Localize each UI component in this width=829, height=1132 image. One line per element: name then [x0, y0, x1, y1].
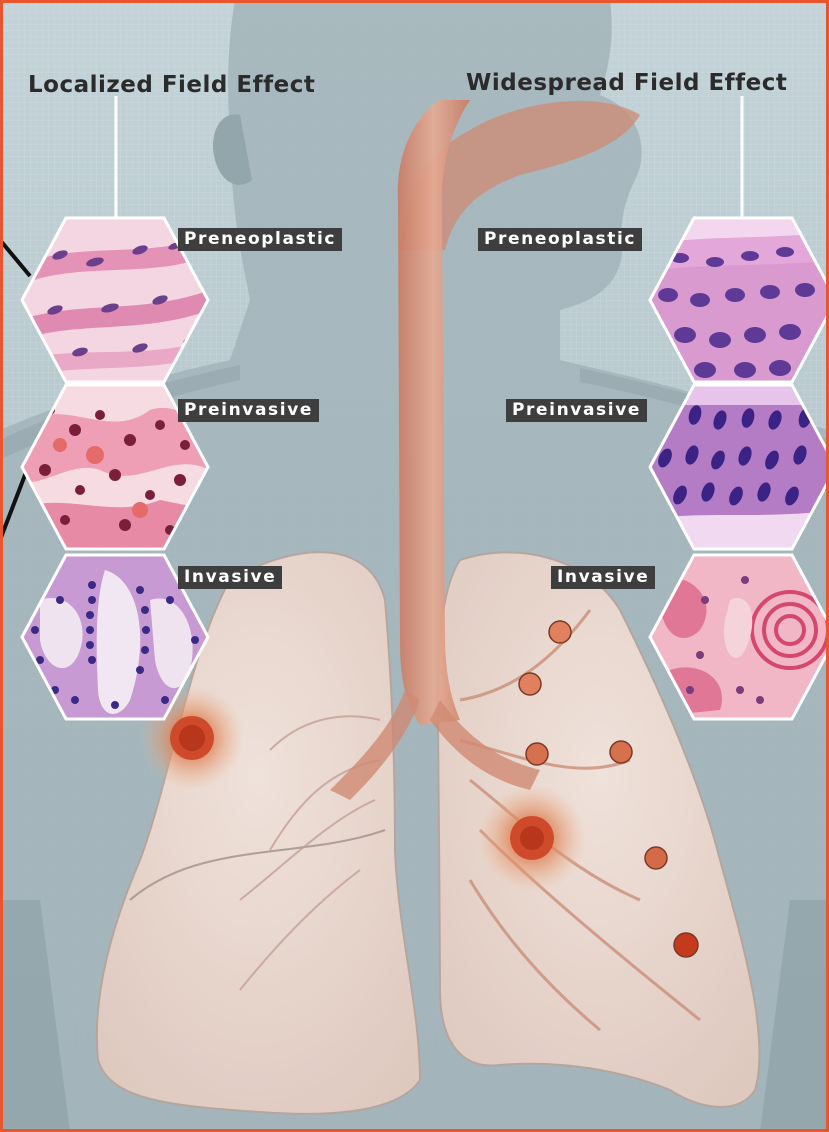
localized-field-effect-title: Localized Field Effect: [28, 72, 315, 98]
left-preinvasive-label: Preinvasive: [178, 399, 319, 422]
right-preinvasive-label: Preinvasive: [506, 399, 647, 422]
right-preneoplastic-label: Preneoplastic: [478, 228, 642, 251]
widespread-field-effect-title: Widespread Field Effect: [466, 70, 787, 96]
widespread-primary-lesion: [478, 784, 586, 892]
right-invasive-label: Invasive: [551, 566, 655, 589]
left-preneoplastic-label: Preneoplastic: [178, 228, 342, 251]
left-invasive-label: Invasive: [178, 566, 282, 589]
